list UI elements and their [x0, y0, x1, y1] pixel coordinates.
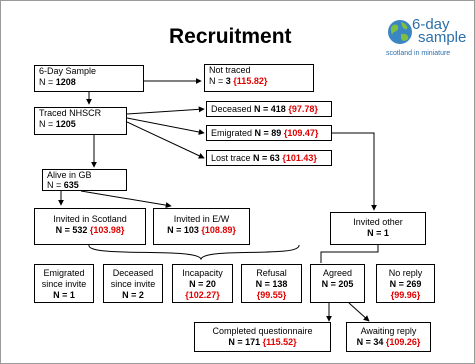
box-invited-other-count: 1 — [383, 228, 389, 238]
box-no-reply-count: 269 — [406, 279, 422, 289]
box-6-day-sample-count: 1208 — [55, 77, 76, 87]
box-refusal-label: Refusal — [256, 268, 287, 278]
box-lost-trace-extra: {101.43} — [282, 153, 317, 163]
box-alive-in-gb-n-label: N = — [47, 180, 64, 190]
box-completed-n-label: N = — [228, 337, 246, 347]
box-not-traced: Not traced N = 3 {115.82} — [204, 64, 314, 92]
box-agreed-count: 205 — [338, 279, 354, 289]
box-agreed: Agreed N = 205 — [310, 264, 365, 303]
box-invited-ew-n-label: N = — [167, 225, 184, 235]
logo-wordmark: 6-day sample — [412, 17, 467, 46]
box-emigrated-since-invite: Emigrated since invite N = 1 — [34, 264, 94, 303]
box-completed-extra: {115.52} — [262, 337, 297, 347]
box-refusal-extra: {99.55} — [256, 290, 287, 300]
logo-line-1: 6-day — [412, 17, 450, 33]
box-deceased-label: Deceased — [211, 104, 255, 114]
box-invited-ew-extra: {108.89} — [201, 225, 236, 235]
box-no-reply-label: No reply — [388, 268, 423, 278]
box-traced-nhscr-label: Traced NHSCR — [39, 108, 102, 118]
box-emigrated-since-line-2: since invite — [41, 279, 87, 289]
box-deceased-count: 418 — [270, 104, 286, 114]
logo-tagline: scotland in miniature — [386, 50, 451, 57]
logo-line-2: sample — [418, 29, 467, 46]
box-alive-in-gb: Alive in GB N = 635 — [42, 169, 127, 191]
box-completed-questionnaire: Completed questionnaire N = 171 {115.52} — [194, 322, 331, 352]
box-not-traced-count: 3 — [225, 76, 231, 86]
box-incapacity-label: Incapacity — [182, 268, 223, 278]
box-emigrated-since-n-label: N = — [53, 290, 70, 300]
box-emigrated-count: 89 — [271, 128, 282, 138]
box-invited-scotland-label: Invited in Scotland — [53, 214, 127, 224]
box-invited-ew-label: Invited in E/W — [173, 214, 230, 224]
box-incapacity-n-label: N = — [189, 279, 206, 289]
box-invited-scotland-extra: {103.98} — [89, 225, 125, 235]
box-emigrated-since-line-1: Emigrated — [43, 268, 85, 278]
box-emigrated-label: Emigrated — [211, 128, 255, 138]
box-awaiting-label: Awaiting reply — [360, 326, 417, 336]
box-6-day-sample: 6-Day Sample N = 1208 — [34, 65, 144, 92]
box-emigrated-extra: {109.47} — [283, 128, 319, 138]
box-not-traced-extra: {115.82} — [233, 76, 268, 86]
box-invited-ew: Invited in E/W N = 103 {108.89} — [153, 208, 250, 245]
box-not-traced-label: Not traced — [209, 65, 251, 75]
box-deceased-since-n-label: N = — [122, 290, 139, 300]
box-lost-trace-label: Lost trace — [211, 153, 254, 163]
box-awaiting-reply: Awaiting reply N = 34 {109.26} — [346, 322, 431, 352]
box-lost-trace-count: 63 — [269, 153, 280, 163]
box-no-reply-n-label: N = — [389, 279, 407, 289]
page-title: Recruitment — [169, 25, 292, 48]
box-deceased-n-label: N = — [254, 104, 271, 114]
box-completed-count: 171 — [245, 337, 261, 347]
box-invited-ew-count: 103 — [183, 225, 199, 235]
box-alive-in-gb-count: 635 — [63, 180, 79, 190]
box-awaiting-count: 34 — [373, 337, 384, 347]
box-invited-scotland-n-label: N = — [55, 225, 73, 235]
box-lost-trace-n-label: N = — [253, 153, 270, 163]
box-no-reply-extra: {99.96} — [390, 290, 421, 300]
box-invited-other-n-label: N = — [367, 228, 384, 238]
box-invited-scotland: Invited in Scotland N = 532 {103.98} — [34, 208, 146, 245]
box-deceased-since-line-1: Deceased — [112, 268, 154, 278]
box-refusal: Refusal N = 138 {99.55} — [241, 264, 302, 303]
box-6-day-sample-n-label: N = — [39, 77, 56, 87]
box-incapacity: Incapacity N = 20 {102.27} — [172, 264, 233, 303]
box-not-traced-n-label: N = — [209, 76, 226, 86]
box-no-reply: No reply N = 269 {99.96} — [376, 264, 435, 303]
logo: 6-day sample scotland in miniature — [386, 17, 474, 65]
globe-icon — [388, 20, 412, 44]
box-invited-other-label: Invited other — [353, 217, 403, 227]
box-deceased-since-invite: Deceased since invite N = 2 — [103, 264, 163, 303]
box-lost-trace: Lost trace N = 63 {101.43} — [206, 150, 332, 166]
box-emigrated: Emigrated N = 89 {109.47} — [206, 125, 332, 141]
box-deceased-since-line-2: since invite — [110, 279, 156, 289]
box-deceased: Deceased N = 418 {97.78} — [206, 101, 332, 117]
box-6-day-sample-label: 6-Day Sample — [39, 66, 97, 76]
box-traced-nhscr-n-label: N = — [39, 119, 56, 129]
box-invited-scotland-count: 532 — [72, 225, 88, 235]
box-emigrated-n-label: N = — [254, 128, 272, 138]
box-completed-label: Completed questionnaire — [212, 326, 313, 336]
box-incapacity-count: 20 — [205, 279, 216, 289]
box-invited-other: Invited other N = 1 — [330, 212, 426, 245]
box-traced-nhscr-count: 1205 — [55, 119, 76, 129]
box-refusal-n-label: N = — [255, 279, 273, 289]
box-refusal-count: 138 — [272, 279, 288, 289]
box-traced-nhscr: Traced NHSCR N = 1205 — [34, 107, 127, 135]
box-awaiting-n-label: N = — [356, 337, 374, 347]
box-alive-in-gb-label: Alive in GB — [47, 170, 92, 180]
box-awaiting-extra: {109.26} — [385, 337, 421, 347]
box-incapacity-extra: {102.27} — [185, 290, 220, 300]
box-emigrated-since-count: 1 — [69, 290, 75, 300]
box-agreed-label: Agreed — [322, 268, 353, 278]
box-deceased-extra: {97.78} — [288, 104, 318, 114]
box-deceased-since-count: 2 — [138, 290, 144, 300]
box-agreed-n-label: N = — [321, 279, 339, 289]
